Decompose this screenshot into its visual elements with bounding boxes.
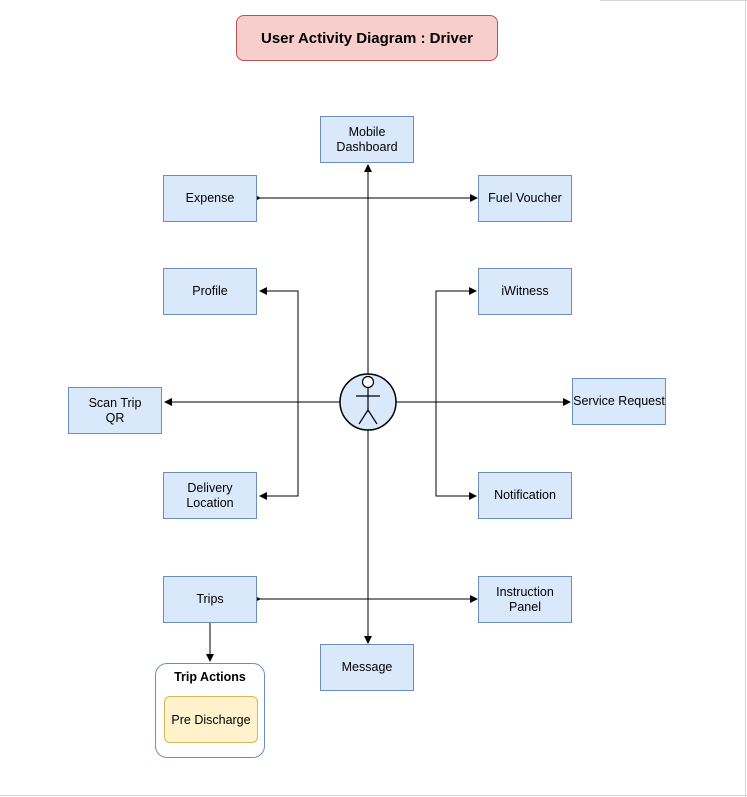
trip-actions-group: Trip Actions Pre Discharge [155,663,265,758]
node-notification[interactable]: Notification [478,472,572,519]
node-iwitness[interactable]: iWitness [478,268,572,315]
node-scan-trip-qr[interactable]: Scan Trip QR [68,387,162,434]
stick-figure-actor-icon [339,373,397,431]
diagram-title: User Activity Diagram : Driver [236,15,498,61]
node-fuel-voucher[interactable]: Fuel Voucher [478,175,572,222]
edge-actor-profile [259,287,299,402]
node-service-request[interactable]: Service Request [572,378,666,425]
edge-actor-iwitness [435,287,477,402]
trip-actions-title: Trip Actions [174,670,246,684]
node-expense[interactable]: Expense [163,175,257,222]
edge-actor-delivery-location [259,402,299,500]
node-mobile-dashboard[interactable]: Mobile Dashboard [320,116,414,163]
edge-actor-notification [435,402,477,500]
canvas-border-top [600,0,747,1]
node-message[interactable]: Message [320,644,414,691]
node-profile[interactable]: Profile [163,268,257,315]
node-delivery-location[interactable]: Delivery Location [163,472,257,519]
action-pre-discharge[interactable]: Pre Discharge [164,696,258,743]
node-trips[interactable]: Trips [163,576,257,623]
node-instruction-panel[interactable]: Instruction Panel [478,576,572,623]
canvas-border-right [745,0,746,797]
canvas-border-bottom [0,795,747,796]
